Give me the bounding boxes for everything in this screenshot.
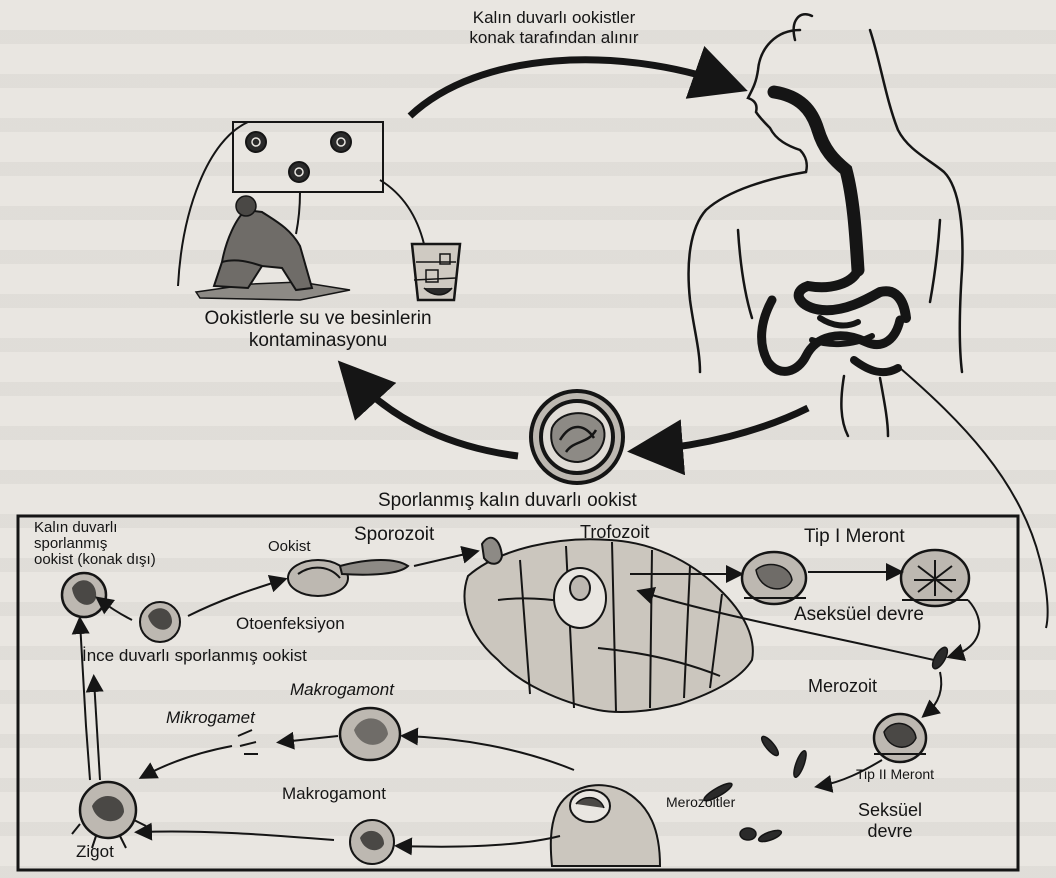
microgamete-label: Mikrogamet <box>166 708 255 728</box>
thick-oocyst-label: Kalın duvarlı sporlanmış ookist (konak d… <box>34 520 156 567</box>
contamination-arrow <box>352 376 518 456</box>
contamination-caption-line-2: kontaminasyonu <box>148 330 488 352</box>
macrogamont-italic-label: Makrogamont <box>290 680 394 700</box>
sporulated-oocyst-caption: Sporlanmış kalın duvarlı ookist <box>378 490 637 512</box>
microgamete-shapes <box>238 730 258 754</box>
type1-meront-left <box>742 552 806 604</box>
thin-walled-oocyst-shape <box>140 602 180 642</box>
sporozoite-label: Sporozoit <box>354 524 434 546</box>
trophozoite-label: Trofozoit <box>580 522 649 543</box>
macrogamont-label: Makrogamont <box>282 784 386 804</box>
sexual-cycle-label: Seksüel devre <box>850 800 930 841</box>
merozoites-label: Merozoitler <box>666 794 735 810</box>
bottom-oocyst-shape <box>350 820 394 864</box>
contamination-caption-line-1: Ookistlerle su ve besinlerin <box>148 308 488 330</box>
digestive-tract <box>762 92 906 372</box>
autoinfection-label: Otoenfeksiyon <box>236 614 345 634</box>
type1-meront-label: Tip I Meront <box>804 526 905 548</box>
ingestion-caption-line-1: Kalın duvarlı ookistler <box>432 8 676 28</box>
macrogamont-shape <box>340 708 400 760</box>
contamination-scene <box>178 122 460 300</box>
asexual-cycle-label: Aseksüel devre <box>794 604 924 626</box>
type2-meront-label: Tip II Meront <box>856 766 934 782</box>
merozoite-label: Merozoit <box>808 676 877 697</box>
thick-walled-oocyst-shape <box>62 573 106 617</box>
sexual-cycle-label-line-2: devre <box>850 821 930 842</box>
human-silhouette <box>689 14 963 436</box>
sporozoite-attached-shape <box>482 538 502 564</box>
thick-oocyst-label-line-1: Kalın duvarlı <box>34 520 156 536</box>
thick-oocyst-label-line-2: sporlanmış <box>34 536 156 552</box>
sexual-stage-cell <box>551 785 660 866</box>
sexual-cycle-label-line-1: Seksüel <box>850 800 930 821</box>
zygote-label: Zigot <box>76 842 114 862</box>
ingestion-caption: Kalın duvarlı ookistler konak tarafından… <box>432 8 676 47</box>
contamination-caption: Ookistlerle su ve besinlerin kontaminasy… <box>148 308 488 352</box>
ingestion-caption-line-2: konak tarafından alınır <box>432 28 676 48</box>
excretion-arrow <box>648 408 808 450</box>
sporulated-oocyst-illustration <box>531 391 623 483</box>
thick-oocyst-label-line-3: ookist (konak dışı) <box>34 552 156 568</box>
thin-oocyst-label: İnce duvarlı sporlanmış ookist <box>82 646 307 666</box>
intestinal-villus-illustration <box>465 539 753 712</box>
type2-meront <box>874 714 926 762</box>
sporozoite-shape <box>340 560 408 575</box>
ingestion-arrow <box>410 60 728 116</box>
type1-meront-right <box>901 550 969 606</box>
oocyst-label: Ookist <box>268 538 311 555</box>
zygote-shape <box>72 782 146 848</box>
